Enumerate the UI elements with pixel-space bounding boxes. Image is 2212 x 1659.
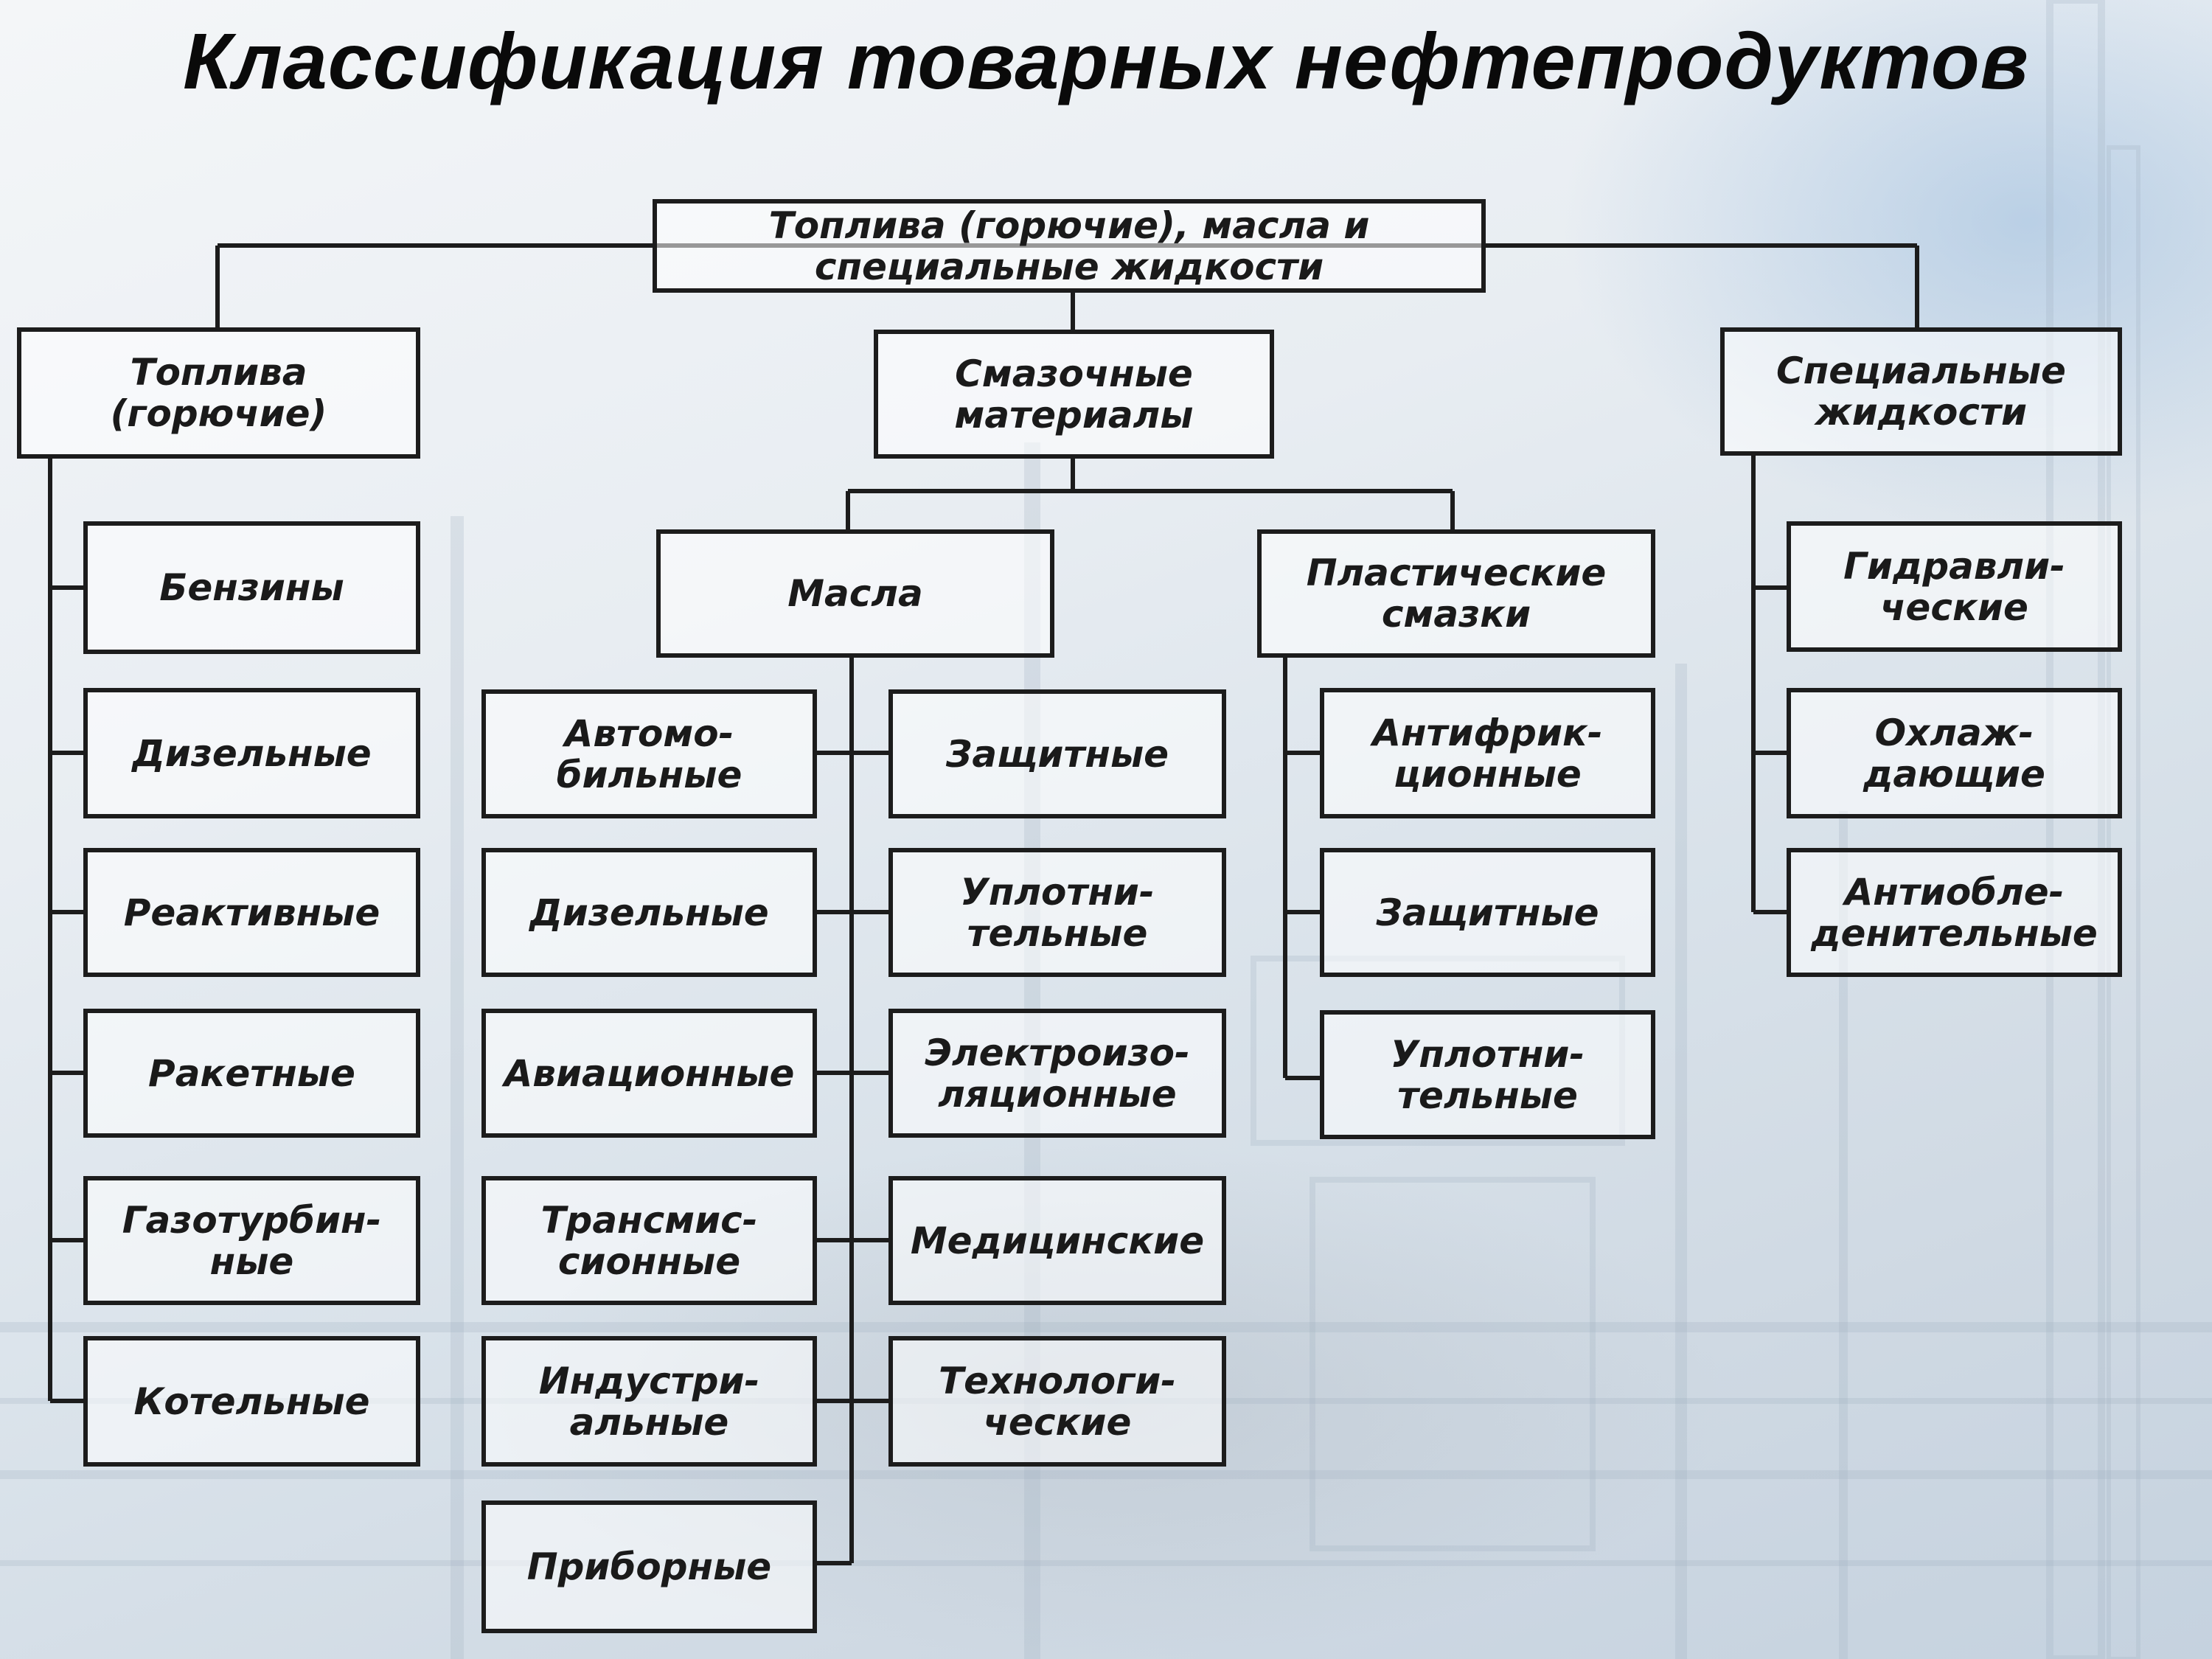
fuel-item: Газотурбин- ные <box>83 1176 420 1305</box>
greases-subcategory: Пластические смазки <box>1257 529 1655 658</box>
root-node: Топлива (горючие), масла и специальные ж… <box>653 199 1486 293</box>
oil-type-item: Приборные <box>481 1500 817 1633</box>
oil-type-item: Защитные <box>888 689 1226 818</box>
oil-type-item: Авиационные <box>481 1009 817 1138</box>
special-fluid-item: Антиобле- денительные <box>1787 848 2122 977</box>
special-fluid-item: Охлаж- дающие <box>1787 688 2122 818</box>
grease-type-item: Защитные <box>1320 848 1655 977</box>
fuel-item: Дизельные <box>83 688 420 818</box>
fuel-item: Бензины <box>83 521 420 654</box>
page-title: Классификация товарных нефтепродуктов <box>183 16 2029 105</box>
fuel-item: Реактивные <box>83 848 420 977</box>
oil-type-item: Электроизо- ляционные <box>888 1009 1226 1138</box>
oil-type-item: Медицинские <box>888 1176 1226 1305</box>
oil-type-item: Дизельные <box>481 848 817 977</box>
lubricants-category: Смазочные материалы <box>874 330 1274 459</box>
special-fluids-category: Специальные жидкости <box>1720 327 2122 456</box>
oil-type-item: Уплотни- тельные <box>888 848 1226 977</box>
grease-type-item: Антифрик- ционные <box>1320 688 1655 818</box>
fuel-item: Котельные <box>83 1336 420 1467</box>
special-fluid-item: Гидравли- ческие <box>1787 521 2122 652</box>
oil-type-item: Технологи- ческие <box>888 1336 1226 1467</box>
fuels-category: Топлива (горючие) <box>17 327 420 459</box>
oils-subcategory: Масла <box>656 529 1054 658</box>
oil-type-item: Индустри- альные <box>481 1336 817 1467</box>
oil-type-item: Автомо- бильные <box>481 689 817 818</box>
grease-type-item: Уплотни- тельные <box>1320 1010 1655 1139</box>
fuel-item: Ракетные <box>83 1009 420 1138</box>
oil-type-item: Трансмис- сионные <box>481 1176 817 1305</box>
